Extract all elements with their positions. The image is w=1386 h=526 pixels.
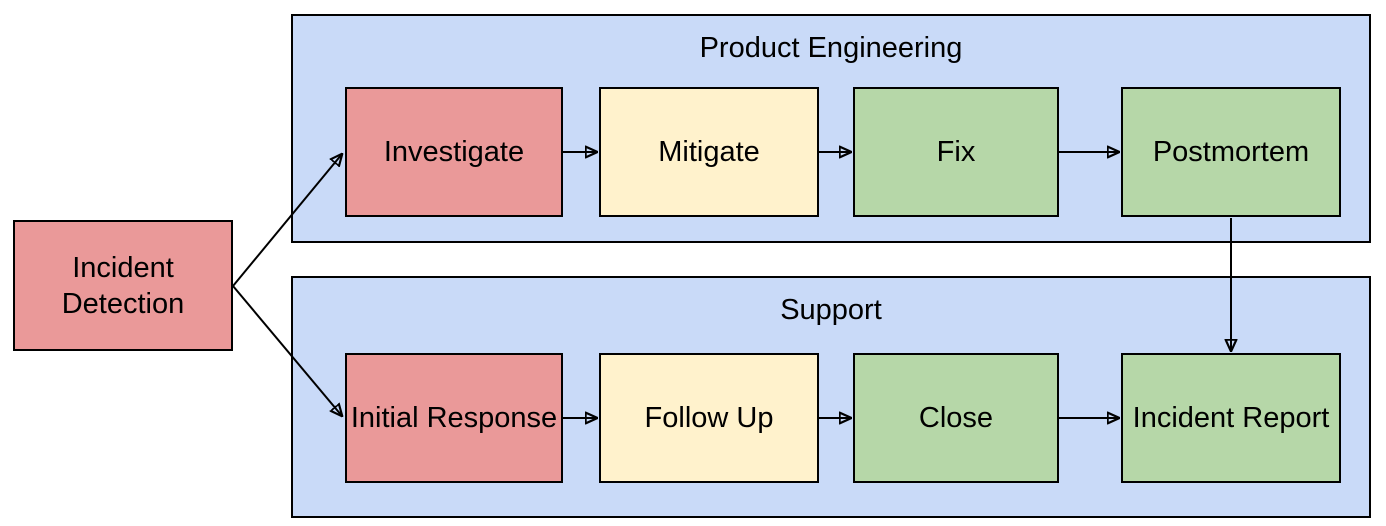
- node-postmortem: Postmortem: [1121, 87, 1341, 217]
- node-initial-response: Initial Response: [345, 353, 563, 483]
- node-close: Close: [853, 353, 1059, 483]
- node-follow-up: Follow Up: [599, 353, 819, 483]
- node-investigate: Investigate: [345, 87, 563, 217]
- node-incident-report: Incident Report: [1121, 353, 1341, 483]
- node-incident-detection: Incident Detection: [13, 220, 233, 351]
- node-fix: Fix: [853, 87, 1059, 217]
- lane-title-product-engineering: Product Engineering: [699, 32, 963, 64]
- node-mitigate: Mitigate: [599, 87, 819, 217]
- lane-title-support: Support: [780, 294, 882, 326]
